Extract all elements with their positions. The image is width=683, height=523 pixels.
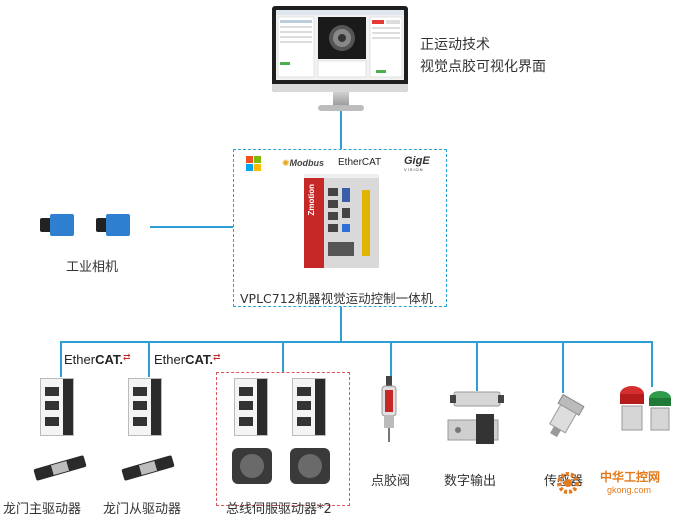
vplc712-device: Zmotion [304,174,379,268]
digital-output-icon [447,391,504,444]
drive-side [151,379,161,435]
gige-logo: GigE VISION [404,155,430,172]
drive-connector [45,401,59,410]
camera-label: 工业相机 [66,260,119,275]
windows-logo-icon [246,156,261,171]
ethercat-text: Ether [154,352,186,367]
drop-valve [390,341,392,377]
drive-connector [297,387,311,396]
device-top [304,174,379,180]
servo-motor-2 [290,448,330,484]
ethercat-label-1: EtherCAT.⇄ [64,352,131,367]
line-monitor-controller [340,111,342,149]
port [342,188,350,202]
gige-vision-text: VISION [404,167,424,172]
drop-gantry-master [60,341,62,377]
gantry-master-drive [40,378,74,436]
rail-carriage [50,460,70,476]
gantry-master-label: 龙门主驱动器 [3,502,82,517]
port [328,188,338,196]
controller-label: VPLC712机器视觉运动控制一体机 [240,291,434,306]
monitor-chin [272,84,408,92]
hmi-caption-line2: 视觉点胶可视化界面 [420,59,546,75]
watermark-url: gkong.com [607,485,652,495]
drop-buttons [651,341,653,387]
device-brand: Zmotion [307,184,316,216]
terminal-block [362,190,370,256]
drop-servo [282,341,284,372]
hmi-screen [276,10,404,80]
monitor-stand-base [318,105,364,111]
camera-2 [96,212,130,238]
drive-connector [239,401,253,410]
gantry-slave-rail [121,455,175,481]
ethercat-text-bold: CAT. [185,352,214,367]
sensor-label: 传感器 [544,474,584,489]
port [328,224,338,232]
camera-body [106,214,130,236]
drive-side [257,379,267,435]
drive-connector [133,417,147,426]
port [328,242,354,256]
ethercat-text-bold: CAT. [95,352,124,367]
rail-carriage [138,460,158,476]
monitor-stand-neck [333,92,349,106]
digital-output-label: 数字输出 [444,474,497,489]
ethercat-logo-small: EtherCAT [338,157,382,168]
port [342,224,350,232]
line-bus [60,341,652,343]
drive-connector [133,401,147,410]
drive-connector [239,387,253,396]
device-body [324,178,379,268]
drive-connector [297,401,311,410]
ethercat-text: Ether [64,352,96,367]
controller-box [233,149,447,307]
drive-connector [133,387,147,396]
port [328,212,338,220]
drop-sensor [562,341,564,393]
watermark-name: 中华工控网 [600,470,661,484]
port [342,208,350,218]
hmi-caption-line1: 正运动技术 [420,37,490,53]
hmi-screenshot-graphic [276,10,404,78]
ethercat-label-2: EtherCAT.⇄ [154,352,221,367]
ethercat-arrow-icon: ⇄ [213,352,221,362]
gantry-slave-label: 龙门从驱动器 [103,502,182,517]
drive-side [315,379,325,435]
hmi-monitor [272,6,408,92]
gantry-master-rail [33,455,87,481]
dispense-valve-icon [381,376,397,442]
port [328,200,338,208]
drop-digital [476,341,478,391]
motor-face [298,454,322,478]
motor-face [240,454,264,478]
device-front-panel: Zmotion [304,178,324,268]
bus-servo-label: 总线伺服驱动器*2 [226,502,332,517]
bus-servo-box [216,372,350,506]
servo-motor-1 [232,448,272,484]
dispense-valve-label: 点胶阀 [371,474,411,489]
servo-drive-1 [234,378,268,436]
camera-body [50,214,74,236]
servo-drive-2 [292,378,326,436]
camera-1 [40,212,74,238]
drive-connector [297,417,311,426]
ethercat-arrow-icon: ⇄ [123,352,131,362]
watermark-gear-icon [557,472,579,494]
drive-side [63,379,73,435]
modbus-logo: ✺Modbus [282,158,325,168]
drive-connector [45,417,59,426]
gantry-slave-drive [128,378,162,436]
line-camera-controller [150,226,233,228]
push-buttons-icon [620,386,671,431]
line-controller-bus [340,307,342,342]
drop-gantry-slave [148,341,150,377]
sensor-icon [549,394,585,438]
drive-connector [239,417,253,426]
drive-connector [45,387,59,396]
